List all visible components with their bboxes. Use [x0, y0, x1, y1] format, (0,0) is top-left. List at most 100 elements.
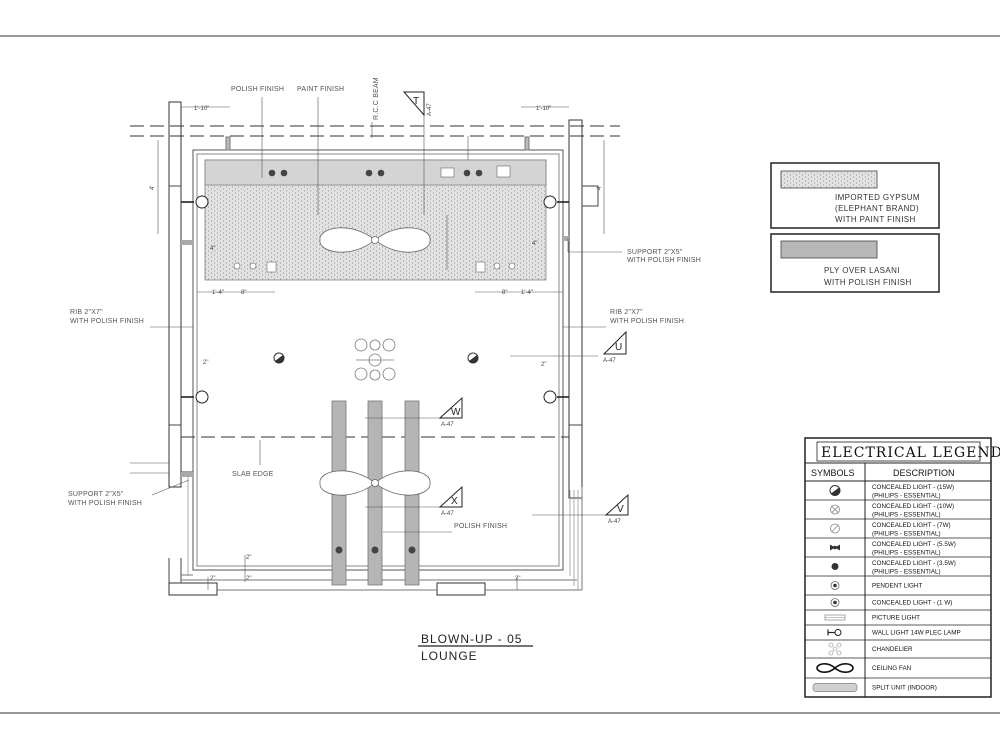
legend-row-text: CEILING FAN — [872, 665, 912, 672]
svg-text:PLY OVER LASANI: PLY OVER LASANI — [824, 266, 900, 275]
legend-row: CONCEALED LIGHT - (5.5W) (PHILIPS - ESSEN… — [805, 541, 991, 558]
label-polish-finish-bottom: POLISH FINISH — [454, 523, 507, 530]
section-marker-w: W A-47 — [438, 396, 463, 428]
legend-row-text: CONCEALED LIGHT - (1 W) — [872, 600, 952, 607]
picture-light-icon — [824, 614, 846, 621]
legend-row-text: (PHILIPS - ESSENTIAL) — [872, 512, 941, 519]
rib-light-2 — [371, 546, 379, 554]
rib-light-3 — [408, 546, 416, 554]
legend-row: CONCEALED LIGHT - (1 W) — [805, 598, 991, 611]
picture-light-1 — [440, 167, 455, 178]
svg-text:WITH POLISH FINISH: WITH POLISH FINISH — [824, 278, 912, 287]
electrical-legend: ELECTRICAL LEGEND SYMBOLS DESCRIPTION CO… — [804, 437, 1000, 698]
legend-row-text: CONCEALED LIGHT - (15W) — [872, 484, 954, 491]
polish-finish-strip — [204, 159, 547, 186]
svg-text:A-47: A-47 — [427, 103, 433, 116]
light-dot-1 — [268, 169, 276, 177]
legend-row: CONCEALED LIGHT - (10W) (PHILIPS - ESSENT… — [805, 503, 991, 520]
material-legend-gypsum: IMPORTED GYPSUM (ELEPHANT BRAND) WITH PA… — [770, 162, 940, 229]
section-marker-x: X A-47 — [438, 485, 463, 517]
legend-row: CONCEALED LIGHT - (7W) (PHILIPS - ESSENTI… — [805, 522, 991, 539]
label-support-right-2: WITH POLISH FINISH — [627, 257, 701, 264]
dim-base-c: 2" — [246, 576, 251, 582]
title-sub: LOUNGE — [421, 649, 478, 663]
label-support-right-1: SUPPORT 2"X5" — [627, 249, 683, 256]
slashed-circle-icon — [830, 523, 840, 534]
dim-bottom-right-14: 1'-4" — [521, 290, 533, 296]
legend-row-text: CHANDELIER — [872, 646, 913, 653]
svg-text:T: T — [413, 96, 420, 107]
dim-side-right-2: 2" — [541, 362, 546, 368]
light-dot-5 — [463, 169, 471, 177]
dim-base-b: 2" — [210, 576, 215, 582]
legend-row-text: SPLIT UNIT (INDOOR) — [872, 685, 937, 692]
concealed-light-15w — [273, 352, 285, 364]
picture-light-2 — [496, 165, 511, 178]
legend-row-text: CONCEALED LIGHT - (7W) — [872, 522, 951, 529]
label-slab-edge: SLAB EDGE — [232, 471, 274, 478]
label-paint-finish: PAINT FINISH — [297, 86, 344, 93]
legend-row-text: PENDENT LIGHT — [872, 583, 922, 590]
svg-text:A-47: A-47 — [441, 511, 454, 517]
legend-row: WALL LIGHT 14W PLEC LAMP — [805, 629, 991, 641]
label-rib-right-2: WITH POLISH FINISH — [610, 318, 684, 325]
crossed-circle-icon — [830, 504, 840, 515]
light-fixtures — [233, 165, 516, 554]
title-main: BLOWN-UP - 05 — [421, 632, 522, 646]
dim-right-4: 4' — [597, 186, 603, 190]
legend-header-symbols: SYMBOLS — [811, 468, 855, 478]
label-rib-left-2: WITH POLISH FINISH — [70, 318, 144, 325]
legend-row-text: (PHILIPS - ESSENTIAL) — [872, 569, 941, 576]
small-dot-light-icon — [830, 598, 840, 607]
label-polish-finish-top: POLISH FINISH — [231, 86, 284, 93]
section-marker-t: T A-47 — [402, 91, 433, 117]
svg-text:W: W — [451, 407, 461, 418]
svg-text:WITH PAINT FINISH: WITH PAINT FINISH — [835, 215, 916, 224]
label-support-left-1: SUPPORT 2"X5" — [68, 491, 124, 498]
svg-text:X: X — [451, 496, 459, 507]
legend-header-description: DESCRIPTION — [893, 468, 955, 478]
rib-light-1 — [335, 546, 343, 554]
svg-text:A-47: A-47 — [603, 358, 616, 364]
svg-text:(ELEPHANT BRAND): (ELEPHANT BRAND) — [835, 204, 919, 213]
label-rib-left-1: RIB 2"X7" — [70, 309, 103, 316]
legend-row-text: CONCEALED LIGHT - (5.5W) — [872, 541, 956, 548]
svg-text:A-47: A-47 — [441, 422, 454, 428]
legend-row-text: CONCEALED LIGHT - (3.5W) — [872, 560, 956, 567]
svg-text:A-47: A-47 — [608, 519, 621, 525]
legend-row: CEILING FAN — [805, 663, 991, 679]
picture-light-3 — [266, 261, 277, 273]
legend-row-text: (PHILIPS - ESSENTIAL) — [872, 531, 941, 538]
legend-row: CONCEALED LIGHT - (15W) (PHILIPS - ESSENT… — [805, 484, 991, 501]
light-dot-4 — [377, 169, 385, 177]
light-dot-6 — [475, 169, 483, 177]
label-rcc-beam: R.C.C BEAM — [373, 77, 380, 120]
dim-top-right: 1'-10" — [536, 106, 551, 112]
filled-dot-icon — [831, 563, 839, 570]
dim-left-4: 4' — [150, 186, 156, 190]
label-rib-right-1: RIB 2"X7" — [610, 309, 643, 316]
legend-row-text: (PHILIPS - ESSENTIAL) — [872, 550, 941, 557]
legend-row-text: (PHILIPS - ESSENTIAL) — [872, 493, 941, 500]
ceiling-fan-bottom — [319, 470, 431, 496]
svg-text:U: U — [615, 342, 623, 353]
dimension-lines — [130, 97, 622, 590]
dim-bottom-left-8: 8" — [241, 290, 246, 296]
chandelier — [354, 338, 396, 381]
legend-row: PENDENT LIGHT — [805, 581, 991, 596]
legend-row-text: WALL LIGHT 14W PLEC LAMP — [872, 630, 961, 637]
dim-base-d: 2" — [515, 576, 520, 582]
legend-row-text: CONCEALED LIGHT - (10W) — [872, 503, 954, 510]
dim-in-left-4: 4" — [210, 246, 215, 252]
dim-base-a: 2" — [246, 555, 251, 561]
legend-title: ELECTRICAL LEGEND — [821, 445, 1000, 461]
dim-bottom-right-8: 8" — [502, 290, 507, 296]
pendent-light-icon — [830, 581, 840, 590]
label-support-left-2: WITH POLISH FINISH — [68, 500, 142, 507]
dim-side-left-2: 2" — [203, 360, 208, 366]
ceiling-fan-top — [319, 227, 431, 253]
wall-light-icon — [827, 629, 842, 636]
chandelier-icon — [828, 642, 842, 656]
legend-row: CONCEALED LIGHT - (3.5W) (PHILIPS - ESSEN… — [805, 560, 991, 577]
